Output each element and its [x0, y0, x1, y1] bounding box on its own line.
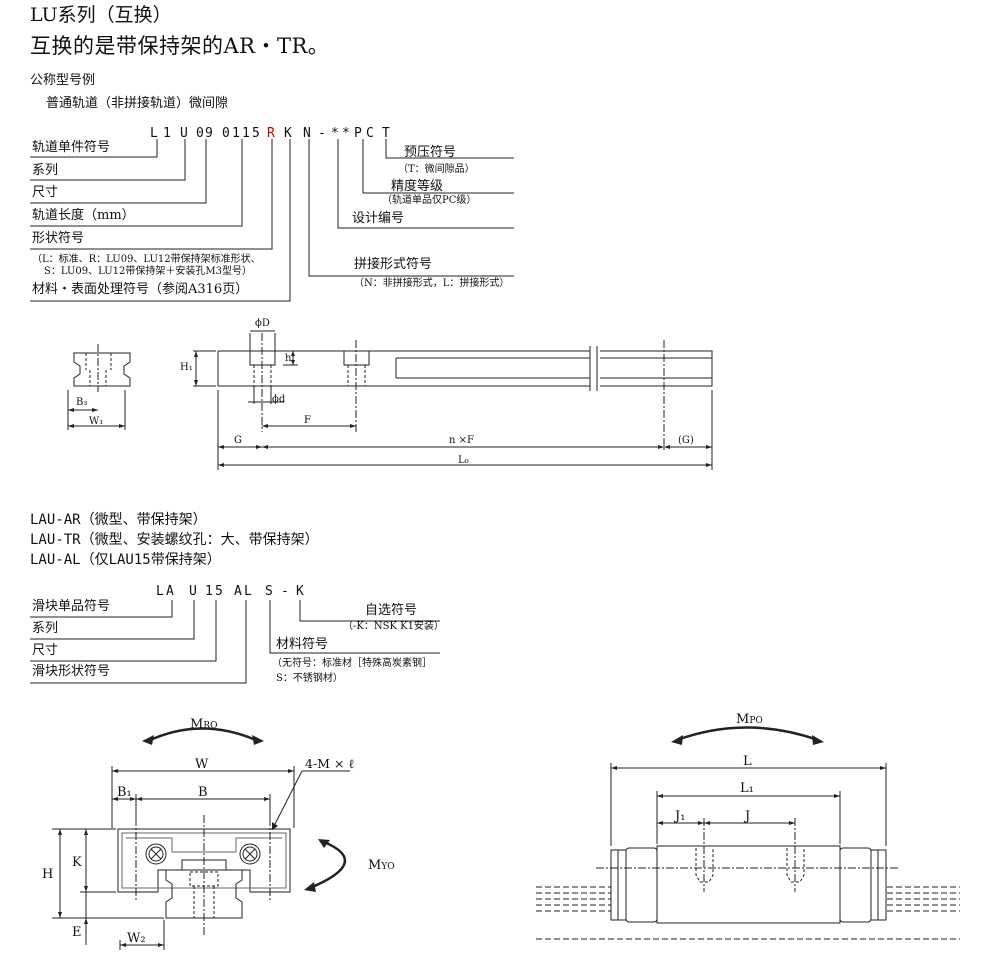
dim-L0: L₀ [458, 455, 469, 466]
rail-type-label: 普通轨道（非拼接轨道）微间隙 [46, 96, 229, 111]
block-single-label: 滑块单品符号 [32, 599, 111, 614]
rail-code-char: P [354, 126, 362, 141]
rail-code-char: * [331, 126, 339, 141]
rail-code-char: 1 [163, 126, 171, 141]
block-code-char: L [156, 584, 164, 599]
moment-mro: MRO [190, 717, 218, 732]
block-type-ar: LAU-AR（微型、带保持架） [30, 512, 207, 528]
joint-label: 拼接形式符号 [354, 257, 433, 272]
dim-H1: H₁ [180, 362, 193, 373]
block-code-char: 5 [215, 584, 223, 599]
design-label: 设计编号 [352, 211, 405, 226]
block-material-note-2: S：不锈钢材） [276, 673, 343, 684]
block-material-label: 材料符号 [276, 637, 329, 652]
dim-J: J [745, 809, 751, 824]
example-label: 公称型号例 [30, 73, 96, 88]
block-size-label: 尺寸 [32, 643, 59, 658]
rail-code-char: - [318, 126, 326, 141]
rail-code-char: T [382, 126, 390, 141]
rail-code-char: C [366, 126, 374, 141]
rail-code-char: N [303, 126, 311, 141]
block-type-tr: LAU-TR（微型、安装螺纹孔：大、带保持架） [30, 532, 319, 548]
block-code-char: A [166, 584, 174, 599]
rail-code-char: 9 [205, 126, 213, 141]
rail-code-char: 0 [196, 126, 204, 141]
dim-L1: L₁ [740, 781, 754, 796]
block-code-char: A [234, 584, 242, 599]
rail-size-label: 尺寸 [32, 185, 59, 200]
dim-h: h [285, 353, 292, 364]
rail-code-char: 1 [232, 126, 240, 141]
rail-code-char: L [150, 126, 158, 141]
block-series-label: 系列 [32, 621, 59, 636]
rail-series-label: 系列 [32, 163, 59, 178]
option-label: 自选符号 [365, 603, 418, 618]
rail-code-char: 0 [222, 126, 230, 141]
dim-W: W [195, 757, 209, 772]
rail-code-char: 1 [242, 126, 250, 141]
rail-single-label: 轨道单件符号 [32, 140, 111, 155]
rail-length-label: 轨道长度（mm） [32, 208, 135, 223]
block-material-note-1: （无符号：标准材［特殊高炭素钢］ [272, 658, 432, 669]
dim-B1: B₁ [117, 785, 132, 800]
rail-code-char: * [342, 126, 350, 141]
dim-phid: ϕd [272, 394, 286, 405]
rail-code-char: 5 [252, 126, 260, 141]
option-note: （-K：NSK K1安装） [343, 621, 444, 632]
dim-B3: B₃ [76, 397, 88, 408]
block-code-char: L [244, 584, 252, 599]
dim-K: K [72, 855, 82, 870]
rail-shape-label: 形状符号 [32, 231, 85, 246]
dim-J1: J₁ [675, 809, 686, 824]
dim-W1: W₁ [89, 416, 104, 427]
preload-label: 预压符号 [404, 145, 457, 160]
block-shape-label: 滑块形状符号 [32, 664, 111, 679]
dim-G-paren: (G) [678, 435, 694, 446]
dim-G: G [234, 435, 242, 446]
page-title: LU系列（互换） [30, 4, 172, 26]
rail-code-char: R [267, 126, 275, 141]
block-type-al: LAU-AL（仅LAU15带保持架） [30, 552, 221, 568]
dim-phiD: ϕD [255, 318, 270, 329]
dim-H: H [42, 867, 54, 882]
block-code-char: U [189, 584, 197, 599]
rail-shape-note-2: S：LU09、LU12带保持架＋安装孔M3型号） [44, 266, 252, 277]
block-code-char: S [265, 584, 273, 599]
block-code-char: - [281, 584, 289, 599]
dim-F: F [304, 415, 311, 426]
dim-nF: n ×F [449, 435, 474, 446]
dim-W2: W₂ [127, 931, 146, 946]
preload-note: （T：微间隙品） [398, 164, 475, 175]
joint-note: （N：非拼接形式，L：拼接形式） [354, 278, 510, 289]
page-subtitle: 互换的是带保持架的AR・TR。 [30, 34, 330, 58]
dim-4M-l: 4-M × ℓ [305, 756, 355, 771]
moment-mpo: MPO [736, 712, 763, 727]
dim-B: B [198, 785, 208, 800]
moment-myo: MYO [368, 858, 395, 873]
rail-code-char: K [284, 126, 292, 141]
block-code-char: 1 [205, 584, 213, 599]
accuracy-note: （轨道单品仅PC级） [382, 195, 477, 206]
dim-E: E [72, 925, 82, 940]
dim-L: L [743, 754, 752, 769]
accuracy-label: 精度等级 [391, 179, 444, 194]
rail-shape-note-1: （L：标准、R：LU09、LU12带保持架标准形状、 [32, 254, 261, 265]
rail-material-label: 材料・表面处理符号（参阅A316页） [32, 282, 249, 297]
block-code-char: K [296, 584, 304, 599]
rail-code-char: U [180, 126, 188, 141]
